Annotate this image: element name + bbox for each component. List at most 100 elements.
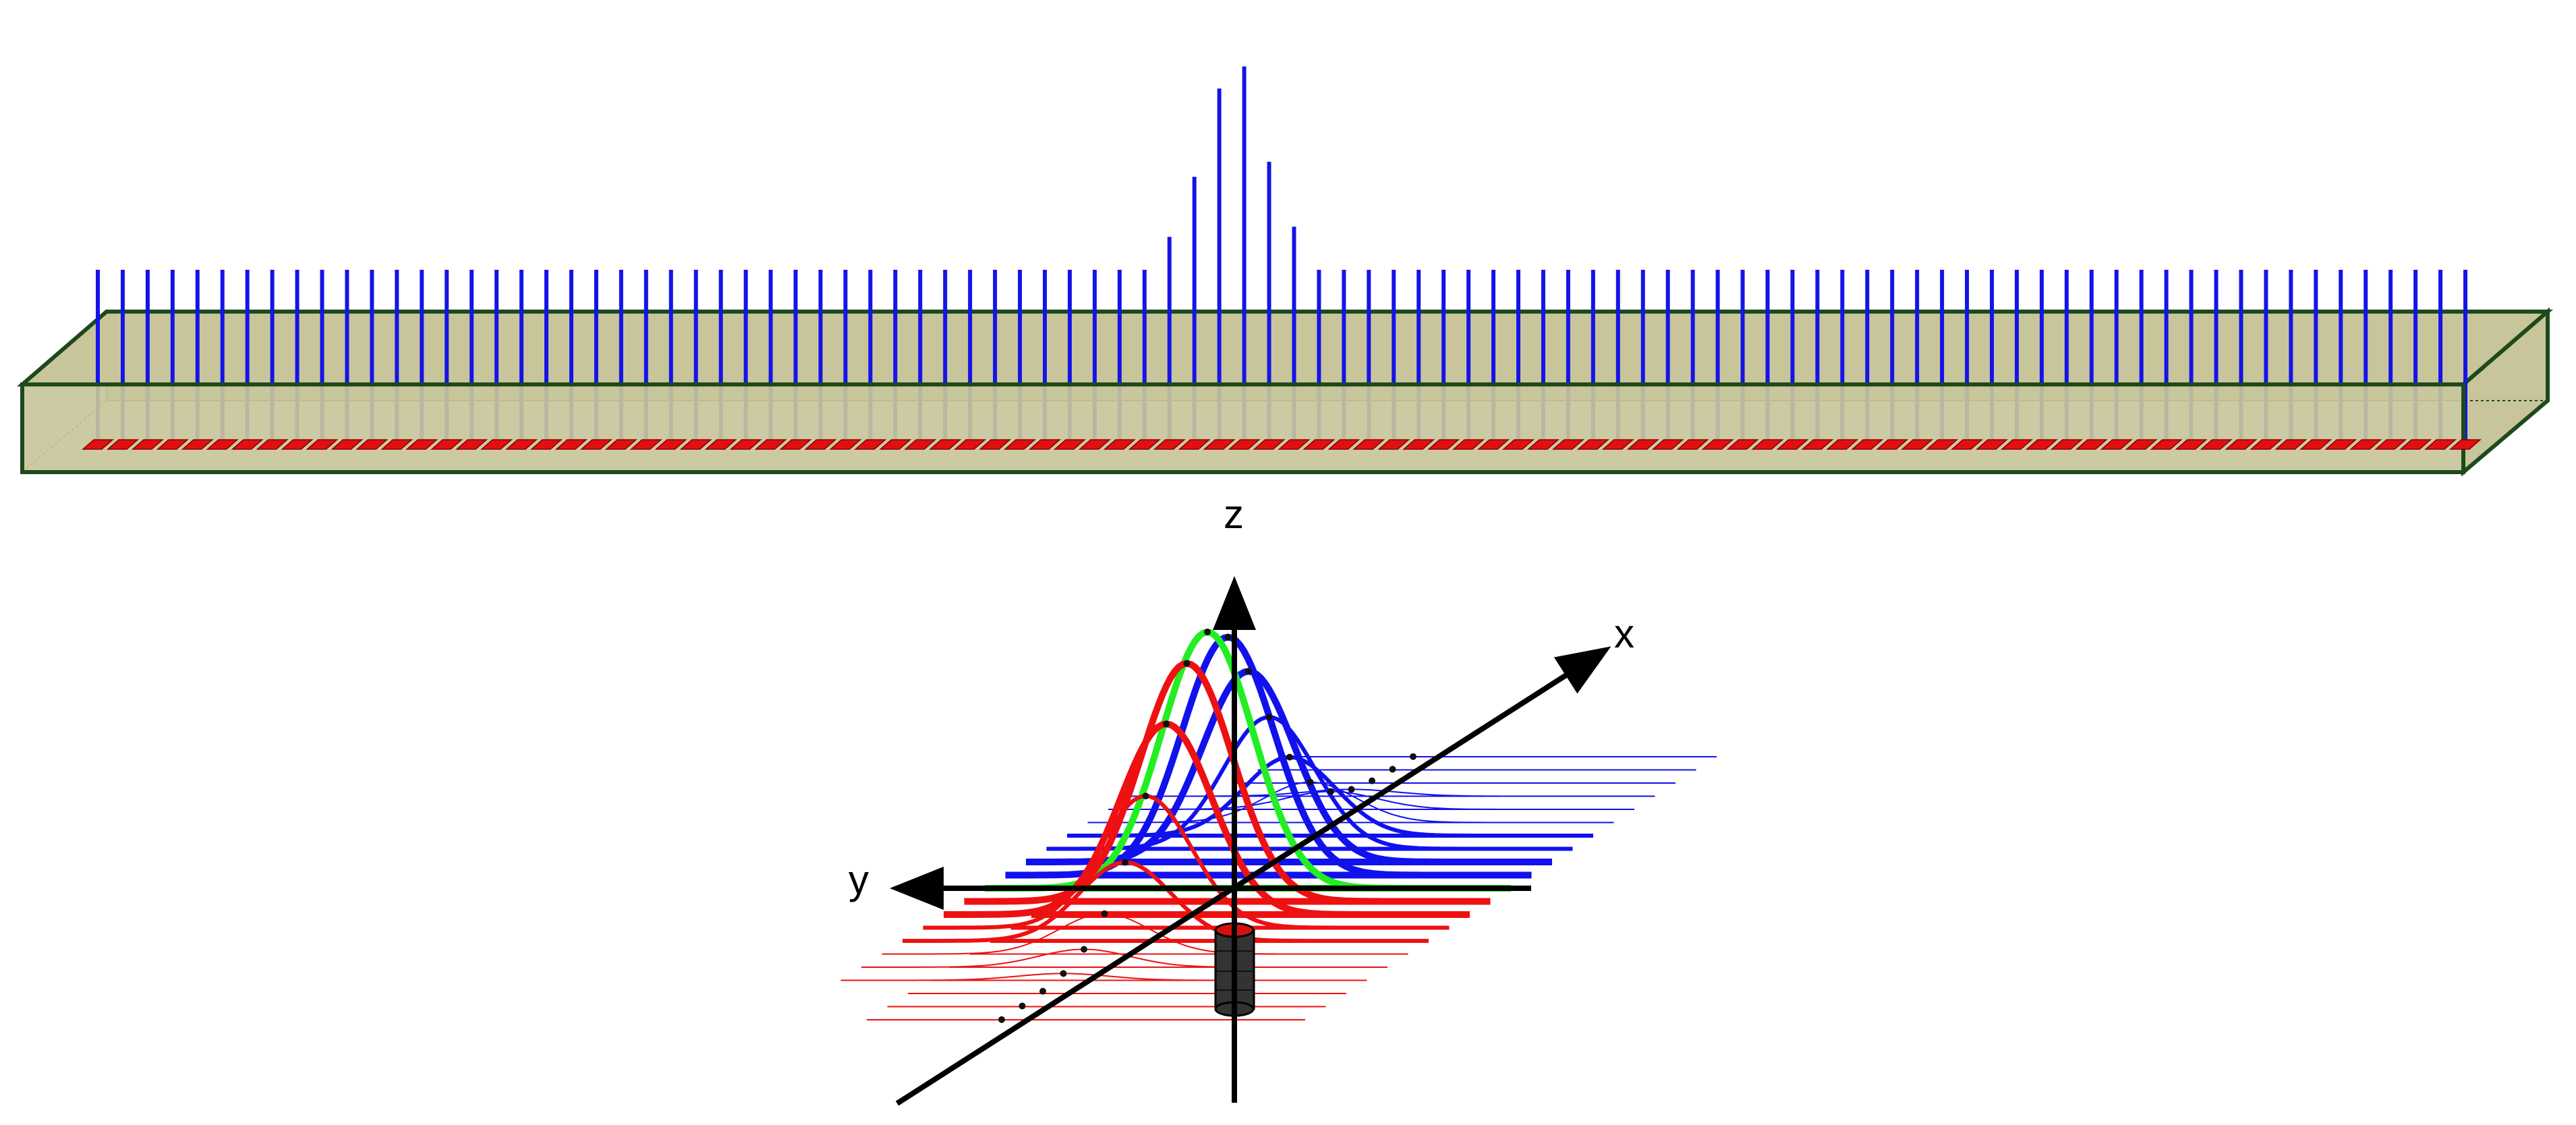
envelope-dots bbox=[998, 629, 1416, 1023]
electrode-pad bbox=[380, 439, 413, 450]
electrode-pad bbox=[2100, 439, 2133, 450]
electrode-pad bbox=[1651, 439, 1684, 450]
sensor-array-diagram bbox=[16, 66, 2554, 477]
electrode-pad bbox=[754, 439, 787, 450]
electrode-pad bbox=[2349, 439, 2382, 450]
envelope-dot bbox=[1410, 753, 1416, 760]
electrode-pad bbox=[1676, 439, 1709, 450]
envelope-dot bbox=[1327, 788, 1334, 795]
electrode-pad bbox=[480, 439, 513, 450]
electrode-pad bbox=[704, 439, 737, 450]
envelope-dot bbox=[1183, 660, 1191, 667]
electrode-pad bbox=[2200, 439, 2233, 450]
electrode-pad bbox=[2150, 439, 2183, 450]
electrode-pad bbox=[954, 439, 987, 450]
electrode-pad bbox=[1776, 439, 1809, 450]
gaussian-3d-plot: z y x bbox=[840, 492, 1717, 1106]
electrode-pad bbox=[1203, 439, 1236, 450]
electrode-pad bbox=[929, 439, 962, 450]
electrode-pad bbox=[2175, 439, 2208, 450]
electrode-pad bbox=[2399, 439, 2432, 450]
electrode-pad bbox=[1477, 439, 1510, 450]
electrode-pad bbox=[979, 439, 1012, 450]
electrode-pad bbox=[879, 439, 912, 450]
electrode-pad bbox=[1551, 439, 1584, 450]
electrode-pad bbox=[1576, 439, 1609, 450]
electrode-pad bbox=[231, 439, 264, 450]
electrode-pad bbox=[1951, 439, 1984, 450]
z-axis-label: z bbox=[1224, 492, 1244, 537]
electrode-pad bbox=[2075, 439, 2108, 450]
electrode-pad bbox=[82, 439, 114, 450]
electrode-pad bbox=[2424, 439, 2457, 450]
electrode-pad bbox=[1029, 439, 1061, 450]
electrode-pad bbox=[1004, 439, 1037, 450]
electrode-pad bbox=[131, 439, 164, 450]
electrode-pad bbox=[1128, 439, 1161, 450]
envelope-dot bbox=[998, 1016, 1005, 1023]
electrode-pad bbox=[1178, 439, 1211, 450]
electrode-pad bbox=[829, 439, 862, 450]
electrode-pad bbox=[455, 439, 488, 450]
electrode-pad bbox=[1876, 439, 1909, 450]
electrode-pad bbox=[1053, 439, 1086, 450]
envelope-dot bbox=[1204, 629, 1211, 635]
envelope-dot bbox=[1389, 766, 1396, 773]
envelope-dot bbox=[1245, 668, 1252, 675]
electrode-pad bbox=[1901, 439, 1934, 450]
electrode-pad bbox=[579, 439, 612, 450]
electrode-pad bbox=[2250, 439, 2283, 450]
electrode-pad bbox=[2374, 439, 2407, 450]
envelope-dot bbox=[1019, 1002, 1026, 1010]
electrode-pad bbox=[604, 439, 637, 450]
envelope-dot bbox=[1122, 859, 1128, 866]
envelope-dot bbox=[1286, 753, 1293, 761]
electrode-pad bbox=[1153, 439, 1186, 450]
electrode-pad bbox=[1228, 439, 1261, 450]
electrode-pad bbox=[2449, 439, 2482, 450]
electrode-pad bbox=[1726, 439, 1759, 450]
electrode-pad bbox=[1078, 439, 1111, 450]
electrode-pad bbox=[1278, 439, 1311, 450]
envelope-dot bbox=[1307, 778, 1314, 786]
envelope-dot bbox=[1142, 792, 1149, 800]
electrode-pad bbox=[1502, 439, 1535, 450]
electrode-pad bbox=[2125, 439, 2158, 450]
electrode-pad bbox=[1377, 439, 1410, 450]
electrode-pad bbox=[2324, 439, 2357, 450]
electrode-pad bbox=[1253, 439, 1286, 450]
x-axis bbox=[895, 646, 1611, 1106]
electrode-pad bbox=[281, 439, 314, 450]
electrode-pad bbox=[331, 439, 364, 450]
electrode-pad bbox=[530, 439, 563, 450]
electrode-pad bbox=[555, 439, 588, 450]
x-axis-label: x bbox=[1614, 611, 1634, 656]
envelope-dot bbox=[1265, 714, 1273, 721]
y-axis-label: y bbox=[849, 857, 869, 902]
envelope-dot bbox=[1224, 633, 1232, 641]
gaussian-curve bbox=[882, 913, 1327, 955]
electrode-pad bbox=[904, 439, 937, 450]
electrode-pad bbox=[1526, 439, 1559, 450]
envelope-dot bbox=[1348, 786, 1355, 793]
envelope-dot bbox=[1039, 987, 1046, 995]
plot-axes: z y x bbox=[849, 492, 1634, 1106]
electrode-pad bbox=[1601, 439, 1634, 450]
electrode-pad bbox=[505, 439, 538, 450]
electrode-pad bbox=[1303, 439, 1336, 450]
electrode-pad bbox=[654, 439, 687, 450]
electrode-pads-front bbox=[82, 439, 2482, 450]
electrode-pad bbox=[306, 439, 339, 450]
envelope-dot bbox=[1101, 910, 1108, 917]
envelope-dot bbox=[1369, 777, 1375, 784]
electrode-pad bbox=[1327, 439, 1361, 450]
electrode-pad bbox=[1751, 439, 1784, 450]
electrode-pad bbox=[2025, 439, 2058, 450]
electrode-pad bbox=[2299, 439, 2332, 450]
electrode-pad bbox=[2000, 439, 2033, 450]
electrode-pad bbox=[1402, 439, 1435, 450]
electrode-pad bbox=[405, 439, 438, 450]
electrode-pad bbox=[1801, 439, 1834, 450]
electrode-pad bbox=[256, 439, 289, 450]
